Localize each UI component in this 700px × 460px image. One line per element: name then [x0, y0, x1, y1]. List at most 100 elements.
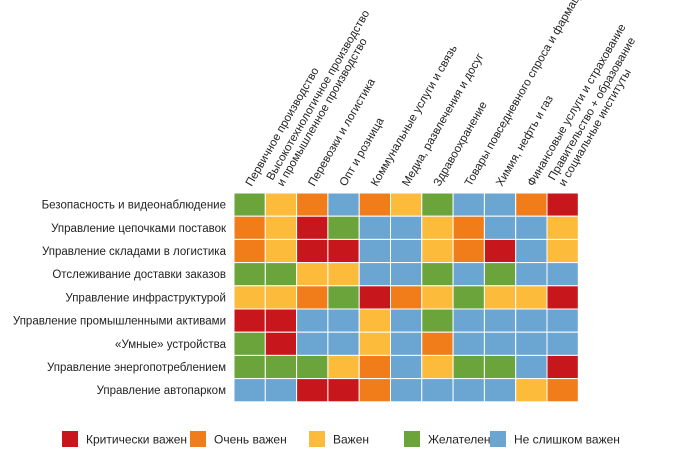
- heatmap-cell: [233, 192, 266, 217]
- heatmap-cell: [264, 192, 298, 217]
- heatmap-cell: [327, 238, 360, 264]
- row-label: Управление инфраструктурой: [65, 292, 226, 304]
- heatmap-cell: [390, 354, 423, 380]
- legend-swatch: [309, 431, 325, 447]
- heatmap-cell: [358, 262, 392, 287]
- heatmap-cell: [327, 354, 360, 380]
- heatmap-cell: [296, 285, 329, 310]
- heatmap-cell: [546, 331, 579, 356]
- row-label: Управление автопарком: [97, 385, 226, 397]
- row-label: Управление энергопотреблением: [47, 362, 226, 374]
- heatmap-cell: [390, 192, 423, 217]
- heatmap-cell: [421, 378, 454, 403]
- row-label: «Умные» устройства: [115, 339, 227, 351]
- heatmap-cell: [483, 215, 517, 240]
- heatmap-cell: [264, 378, 298, 403]
- heatmap-cell: [515, 238, 548, 264]
- heatmap-cell: [421, 354, 454, 380]
- heatmap-cell: [483, 308, 517, 333]
- heatmap-cell: [515, 354, 548, 380]
- heatmap-cell: [358, 238, 392, 264]
- heatmap-cell: [515, 331, 548, 356]
- column-labels: Первичное производствоВысокотехнологично…: [244, 0, 638, 189]
- heatmap-cell: [421, 308, 454, 333]
- heatmap-cell: [546, 238, 579, 264]
- heatmap-cell: [483, 331, 517, 356]
- heatmap-cell: [546, 378, 579, 403]
- heatmap-cell: [296, 215, 329, 240]
- heatmap-cell: [421, 331, 454, 356]
- heatmap-cell: [233, 262, 266, 287]
- heatmap-cell: [264, 331, 298, 356]
- heatmap-cell: [358, 331, 392, 356]
- heatmap-cell: [358, 378, 392, 403]
- row-labels: Безопасность и видеонаблюдениеУправление…: [13, 200, 227, 398]
- legend-swatch: [490, 431, 506, 447]
- heatmap-cell: [452, 192, 485, 217]
- heatmap-cell: [296, 354, 329, 380]
- heatmap-cell: [233, 238, 266, 264]
- heatmap-cell: [546, 215, 579, 240]
- heatmap-cell: [515, 192, 548, 217]
- heatmap-cell: [483, 354, 517, 380]
- heatmap-cell: [452, 215, 485, 240]
- heatmap-cell: [327, 285, 360, 310]
- heatmap-cell: [264, 262, 298, 287]
- heatmap-cell: [483, 238, 517, 264]
- heatmap-cell: [233, 285, 266, 310]
- heatmap-cell: [421, 285, 454, 310]
- heatmap-cells: [233, 192, 579, 403]
- heatmap-cell: [515, 285, 548, 310]
- heatmap-cell: [358, 308, 392, 333]
- heatmap-cell: [515, 215, 548, 240]
- heatmap-cell: [327, 192, 360, 217]
- legend-label: Не слишком важен: [514, 433, 620, 447]
- heatmap-cell: [264, 238, 298, 264]
- heatmap-cell: [390, 285, 423, 310]
- heatmap-cell: [390, 308, 423, 333]
- heatmap-cell: [390, 262, 423, 287]
- heatmap-cell: [296, 192, 329, 217]
- heatmap-cell: [452, 285, 485, 310]
- heatmap-cell: [452, 331, 485, 356]
- row-label: Управление промышленными активами: [13, 316, 226, 328]
- heatmap-cell: [233, 331, 266, 356]
- heatmap-cell: [296, 378, 329, 403]
- heatmap-cell: [264, 354, 298, 380]
- heatmap-cell: [264, 285, 298, 310]
- column-label: Правительство + образование: [546, 36, 638, 183]
- heatmap-cell: [327, 215, 360, 240]
- heatmap-cell: [233, 378, 266, 403]
- heatmap-cell: [327, 331, 360, 356]
- heatmap-cell: [421, 215, 454, 240]
- heatmap-cell: [546, 308, 579, 333]
- heatmap-cell: [390, 331, 423, 356]
- heatmap-cell: [546, 285, 579, 310]
- row-label: Отслеживание доставки заказов: [52, 269, 226, 281]
- heatmap-cell: [390, 215, 423, 240]
- heatmap-cell: [515, 262, 548, 287]
- heatmap-cell: [296, 331, 329, 356]
- heatmap-cell: [327, 308, 360, 333]
- legend-label: Критически важен: [86, 433, 187, 447]
- legend-swatch: [62, 431, 78, 447]
- heatmap-cell: [233, 308, 266, 333]
- heatmap-cell: [390, 238, 423, 264]
- heatmap-cell: [546, 192, 579, 217]
- heatmap-cell: [390, 378, 423, 403]
- heatmap-cell: [452, 354, 485, 380]
- heatmap-cell: [233, 354, 266, 380]
- heatmap-cell: [546, 354, 579, 380]
- heatmap-cell: [515, 378, 548, 403]
- heatmap-cell: [327, 262, 360, 287]
- heatmap-cell: [358, 285, 392, 310]
- heatmap-cell: [483, 262, 517, 287]
- legend-swatch: [190, 431, 206, 447]
- row-label: Управление складами в логистика: [42, 246, 227, 258]
- heatmap-cell: [358, 192, 392, 217]
- heatmap-cell: [546, 262, 579, 287]
- heatmap-cell: [421, 192, 454, 217]
- heatmap-cell: [452, 308, 485, 333]
- heatmap-cell: [296, 238, 329, 264]
